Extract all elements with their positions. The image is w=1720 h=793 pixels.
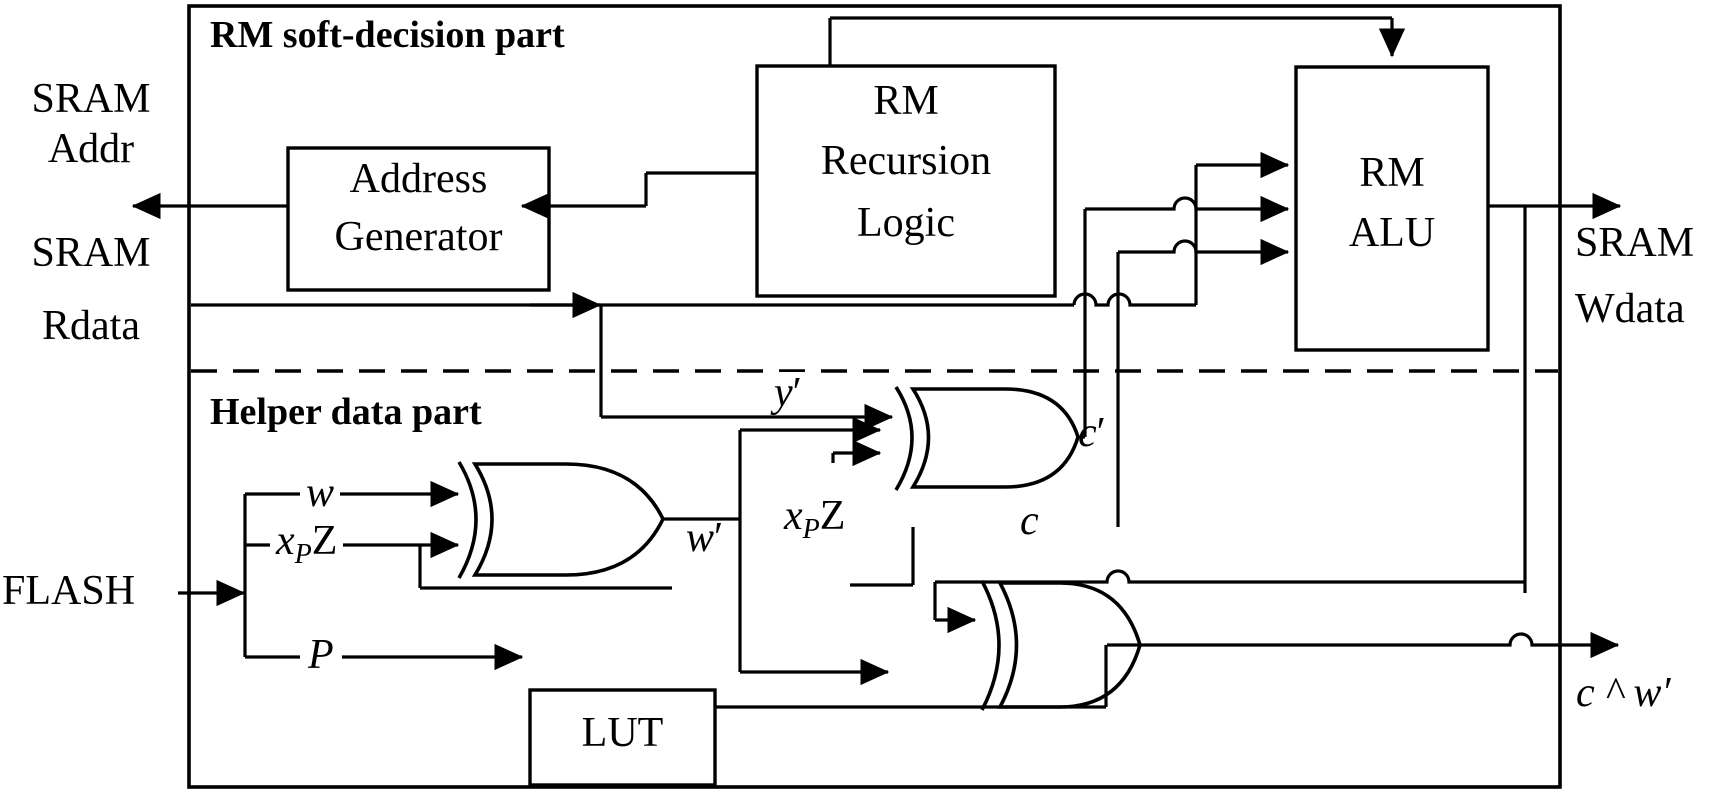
rm-recursion-logic-label-line1: RM <box>873 78 939 124</box>
sram-wdata-port-label-line1: SRAM <box>1575 220 1695 266</box>
signal-xpz-left-x: x <box>276 518 295 564</box>
signal-yprime-y: y <box>774 370 793 416</box>
signal-cprime-mark: ′ <box>1096 410 1106 456</box>
signal-wprime-w: w <box>686 515 715 561</box>
rm-recursion-logic-label-line2: Recursion <box>820 138 992 184</box>
address-generator-label-line2: Generator <box>334 214 503 260</box>
rm-soft-decision-part-title: RM soft-decision part <box>210 14 565 56</box>
signal-wprime-label: w′ <box>686 517 723 559</box>
signal-yprime-label: y′ <box>768 372 808 414</box>
xor-gate-w-back-arc <box>457 461 478 579</box>
xor-gate-c-back-arc <box>980 580 1001 711</box>
outer-boundary-rect <box>187 4 1562 789</box>
signal-xpz-left-label: xPZ <box>270 518 344 570</box>
rm-recursion-logic-label-line3: Logic <box>857 200 955 246</box>
xor-gate-cprime-body <box>909 387 1080 489</box>
helper-data-part-title: Helper data part <box>210 391 482 433</box>
signal-c-label: c <box>1010 500 1049 542</box>
signal-xpz-left-z: Z <box>311 518 338 564</box>
rm-alu-label-line1: RM <box>1359 150 1425 196</box>
signal-w-label: w <box>300 472 341 514</box>
sram-rdata-port-label-line2: Rdata <box>42 303 140 349</box>
sram-addr-port-label-line1: SRAM <box>31 76 151 122</box>
signal-cprime-label: c′ <box>1078 412 1106 454</box>
signal-cprime-c: c <box>1078 410 1097 456</box>
cprime-to-alu-in2 <box>1085 195 1290 223</box>
signal-xpz-mid-sub: P <box>802 513 820 545</box>
xor-gate-cprime-back-arc <box>894 386 914 491</box>
output-c-xor-wprime-label: c ^ w′ <box>1576 670 1671 716</box>
lut-box <box>528 688 717 787</box>
sram-addr-port-label-line2: Addr <box>47 126 135 172</box>
xor-gate-w-body <box>471 462 666 577</box>
c-signal-bus <box>1020 569 1525 584</box>
sram-rdata-port-label-line1: SRAM <box>31 230 151 276</box>
signal-wprime-mark: ′ <box>714 515 724 561</box>
signal-xpz-mid-z: Z <box>819 493 846 539</box>
signal-p-label: P <box>300 634 342 676</box>
signal-xpz-mid-label: xPZ <box>784 495 845 544</box>
sram-wdata-port-label-line2: Wdata <box>1575 286 1685 332</box>
rm-recursion-logic-box <box>755 64 1057 298</box>
xor-c-output-bus <box>1107 634 1618 645</box>
flash-port-label: FLASH <box>2 568 136 614</box>
rm-alu-label-line2: ALU <box>1348 210 1436 256</box>
signal-xpz-mid-x: x <box>784 493 803 539</box>
address-generator-label-line1: Address <box>349 156 488 202</box>
c-to-alu-in3 <box>1118 238 1290 266</box>
rm-alu-box <box>1294 65 1490 352</box>
signal-yprime-mark: ′ <box>792 370 802 416</box>
signal-xpz-left-sub: P <box>294 538 312 570</box>
rdata-bus-right-with-hops <box>1072 292 1196 307</box>
lut-label: LUT <box>581 710 664 756</box>
